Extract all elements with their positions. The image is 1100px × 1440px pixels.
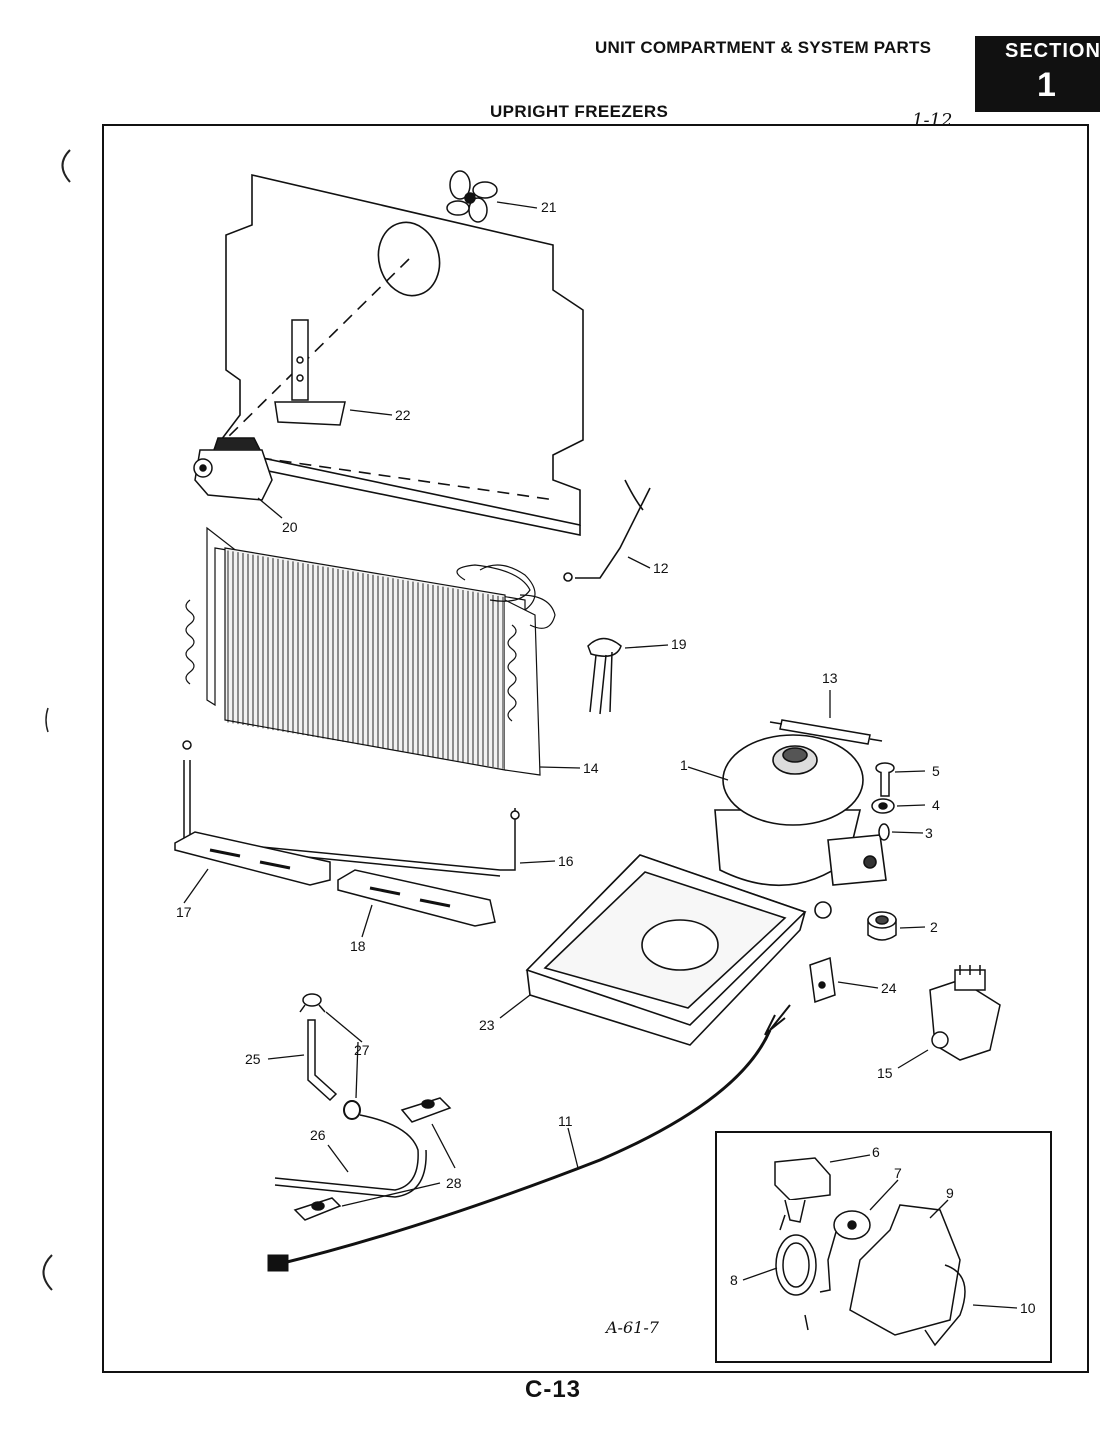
callout-21: 21 (541, 199, 557, 215)
drain-pan (525, 854, 832, 1046)
hose-clamp-top (299, 993, 326, 1013)
callout-1: 1 (680, 757, 688, 773)
callout-2: 2 (930, 919, 938, 935)
callout-16: 16 (558, 853, 574, 869)
drain-channel-right (337, 869, 496, 927)
filter-drier (769, 719, 883, 745)
callout-8: 8 (730, 1272, 738, 1288)
callout-27: 27 (354, 1042, 370, 1058)
callout-15: 15 (877, 1065, 893, 1081)
diagram-frame (102, 124, 1089, 1373)
binder-hole-mark-middle (45, 707, 49, 733)
callout-23: 23 (479, 1017, 495, 1033)
mounting-clip (878, 823, 890, 841)
drain-tube (307, 1019, 338, 1102)
callout-6: 6 (872, 1144, 880, 1160)
callout-14: 14 (583, 760, 599, 776)
callout-17: 17 (176, 904, 192, 920)
callout-9: 9 (946, 1185, 954, 1201)
callout-18: 18 (350, 938, 366, 954)
mounting-bolt (875, 762, 895, 797)
compressor (714, 734, 887, 887)
hose-clip-upper (400, 1097, 452, 1123)
callout-7: 7 (894, 1165, 902, 1181)
drain-channel-left (174, 831, 331, 886)
defrost-timer (774, 1157, 831, 1223)
thermostat-control (819, 1210, 871, 1293)
relay-bracket (809, 956, 836, 1004)
callout-26: 26 (310, 1127, 326, 1143)
fan-motor-bracket (274, 319, 346, 426)
diagram-subtitle: UPRIGHT FREEZERS (490, 102, 669, 121)
sheet-code: A-61-7 (606, 1318, 659, 1337)
callout-12: 12 (653, 560, 669, 576)
evaporator-fins (227, 550, 504, 769)
control-gasket (775, 1214, 817, 1331)
binder-hole-mark-bottom (42, 1254, 53, 1291)
grommet (867, 911, 897, 941)
back-panel (213, 173, 584, 536)
callout-24: 24 (881, 980, 897, 996)
capillary-tube (563, 479, 651, 582)
page-number: C-13 (525, 1376, 582, 1403)
control-wire (924, 1264, 966, 1347)
fan-blade (446, 170, 498, 223)
callout-labels: 21 22 20 12 19 13 1 5 4 3 14 16 17 18 2 … (176, 199, 1036, 1316)
callout-11: 11 (558, 1113, 573, 1129)
mounting-washer (871, 798, 895, 814)
fan-motor (193, 437, 273, 501)
section-box: SECTION 1 (975, 36, 1100, 112)
drain-hose (274, 1114, 427, 1198)
callout-22: 22 (395, 407, 411, 423)
binder-hole-mark-top (61, 149, 71, 183)
callout-10: 10 (1020, 1300, 1036, 1316)
start-relay (929, 965, 1001, 1061)
thermostat-sensor (587, 637, 622, 715)
inset-box (715, 1131, 1052, 1363)
callout-25: 25 (245, 1051, 261, 1067)
hose-clamp-bottom (343, 1100, 361, 1120)
section-number: 1 (1037, 66, 1056, 104)
hose-clip-lower (293, 1197, 342, 1221)
evaporator-coil (185, 526, 556, 776)
header-title: UNIT COMPARTMENT & SYSTEM PARTS (595, 38, 932, 57)
callout-4: 4 (932, 797, 940, 813)
leader-lines (183, 201, 1018, 1309)
wiring-harness (267, 1004, 791, 1272)
control-cover (849, 1204, 961, 1336)
callout-5: 5 (932, 763, 940, 779)
callout-28-upper: 28 (446, 1175, 462, 1191)
callout-3: 3 (925, 825, 933, 841)
section-label: SECTION (1005, 40, 1100, 62)
callout-20: 20 (282, 519, 298, 535)
callout-13: 13 (822, 670, 838, 686)
callout-19: 19 (671, 636, 687, 652)
